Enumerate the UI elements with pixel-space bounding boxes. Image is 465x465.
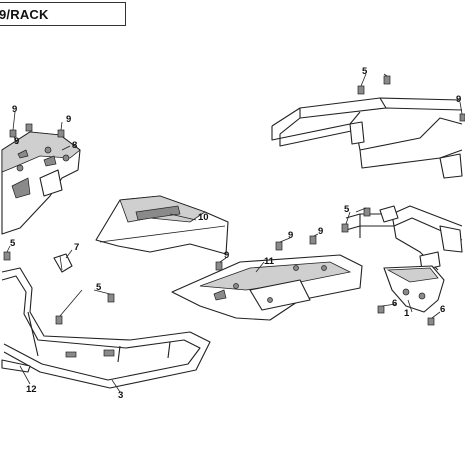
bracket [53,253,73,273]
rear-rack-upper-frame [271,97,463,179]
callout-9: 9 [66,114,71,125]
bolt-icon [275,241,283,251]
bolt-icon [377,305,385,314]
callout-9: 9 [12,104,17,115]
bolt-icon [57,129,65,138]
callout-9: 9 [456,94,461,105]
leader-lines [6,73,463,393]
front-rack-cover [1,131,81,235]
callout-1: 1 [404,308,410,319]
callout-5: 5 [344,204,350,215]
bolt-icon [215,261,223,271]
callout-9: 9 [14,136,19,147]
callout-8: 8 [72,140,77,151]
bolt-icon [357,85,365,95]
bolt-icon [363,207,371,217]
title-box: 9/RACK [0,2,126,26]
bolt-icon [107,293,115,303]
bolt-icon [309,235,317,245]
callout-6: 6 [440,304,445,315]
rear-support-bar [345,205,463,271]
diagram-title: 9/RACK [0,7,49,22]
callout-5: 5 [362,66,368,77]
callout-7: 7 [74,242,79,253]
callout-numbers: 5 9 9 9 9 8 10 7 5 5 12 3 9 9 9 11 5 6 6… [10,66,461,401]
bolt-icon [55,315,63,325]
callout-5: 5 [96,282,102,293]
middle-rack-cover [95,195,229,255]
callout-11: 11 [264,256,275,267]
callout-5: 5 [10,238,16,249]
bolt-icon [341,223,349,233]
bolt-icon [25,123,33,132]
bolt-icon [427,317,435,326]
fasteners [3,75,465,326]
callout-6: 6 [392,298,397,309]
callout-10: 10 [198,212,209,223]
front-rack-frame [1,267,211,389]
bolt-icon [459,113,465,122]
callout-9: 9 [224,250,229,261]
rear-rack-panel [171,254,363,321]
rear-guard-plate [383,265,445,313]
bolt-icon [3,251,11,261]
callout-9: 9 [288,230,293,241]
callout-3: 3 [118,390,123,401]
callout-9: 9 [318,226,323,237]
bolt-icon [383,75,391,85]
callout-12: 12 [26,384,37,395]
